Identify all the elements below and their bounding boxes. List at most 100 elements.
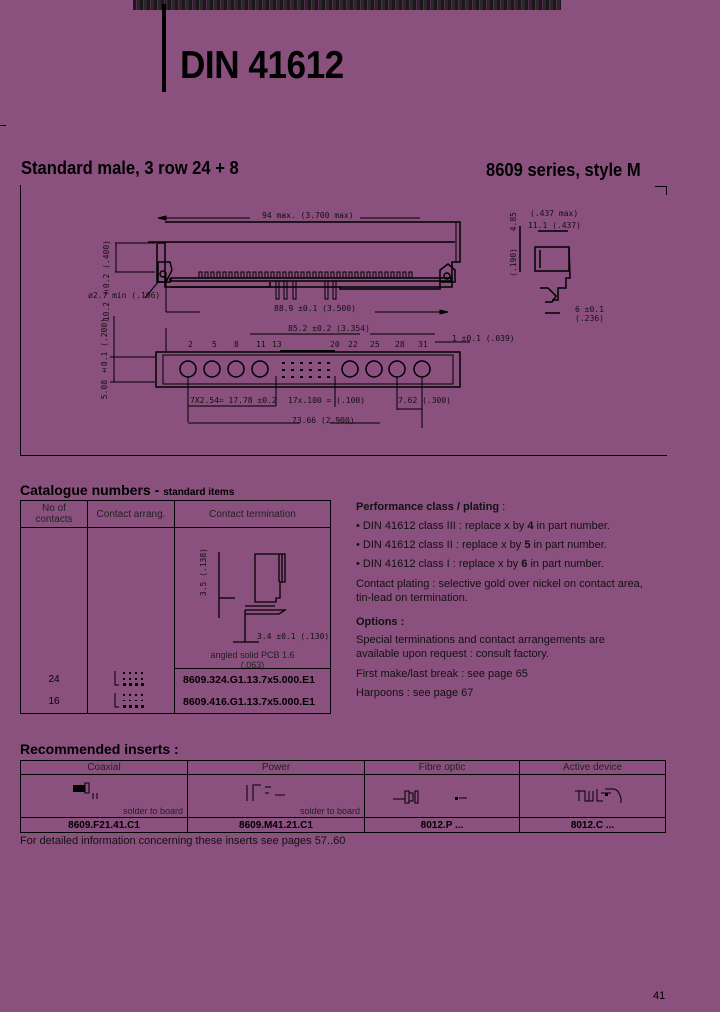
termination-drawing-cell: 3.5 (.138) 3.4 ±0.1 (.130) angled solid … — [174, 527, 331, 670]
performance-heading: Performance class / plating — [356, 501, 500, 513]
table-row: 24 8609.324.G1.13.7x5.000.E1 — [20, 668, 331, 691]
pin-label: 2 — [188, 340, 193, 349]
options-section: Options : Special terminations and conta… — [356, 613, 686, 703]
drawing-frame — [20, 185, 667, 456]
performance-item: • DIN 41612 class II : replace x by 5 in… — [356, 536, 686, 555]
insert-col-active-device: Active device — [519, 760, 666, 775]
pin-label: 20 — [330, 340, 340, 349]
fibre-optic-insert-cell — [364, 774, 520, 818]
coaxial-insert-icon — [73, 782, 98, 799]
catalogue-title: Catalogue numbers - — [20, 482, 160, 498]
power-note: solder to board — [299, 806, 360, 816]
inserts-heading: Recommended inserts : — [20, 741, 179, 757]
power-part-number[interactable]: 8609.M41.21.C1 — [187, 817, 365, 833]
pin-label: 11 — [256, 340, 266, 349]
angled-termination-icon — [218, 552, 288, 643]
col-header-contacts: No of contacts — [20, 500, 88, 528]
dim-pitch-large: 7X2.54= 17.78 ±0.2 — [190, 396, 277, 405]
series-subtitle: 8609 series, style M — [486, 160, 641, 180]
active-device-part-number[interactable]: 8012.C ... — [519, 817, 666, 833]
arrangement-grid-icon — [114, 693, 144, 708]
insert-col-power: Power — [187, 760, 365, 775]
performance-item: • DIN 41612 class III : replace x by 4 i… — [356, 517, 686, 536]
side-view-drawing — [110, 215, 571, 428]
dim-end-width: 11.1 (.437) — [528, 221, 581, 230]
scan-top-border — [133, 0, 561, 10]
dim-end-depth: (.437 max) — [530, 209, 579, 218]
contacts-count: 16 — [20, 690, 88, 714]
catalogue-heading: Catalogue numbers -standard items — [20, 482, 234, 498]
dim-height: 10.2 ±0.2 (.400) — [102, 240, 111, 322]
part-number[interactable]: 8609.324.G1.13.7x5.000.E1 — [174, 668, 331, 691]
performance-item-digit: 6 — [521, 558, 528, 570]
performance-item-text: in part number. — [533, 520, 610, 532]
pin-label: 22 — [348, 340, 358, 349]
coaxial-note: solder to board — [122, 806, 183, 816]
dim-housing-span: 85.2 ±0.2 (3.354) — [288, 324, 370, 333]
termination-dim-h: 3.4 ±0.1 (.130) — [257, 632, 330, 641]
fibre-optic-insert-icon — [393, 790, 467, 804]
options-heading: Options : — [356, 616, 405, 628]
performance-item-text: • DIN 41612 class I : replace x by — [356, 558, 522, 570]
drawing-frame-corner — [655, 186, 667, 195]
active-device-insert-icon — [575, 788, 622, 803]
contacts-count: 24 — [20, 668, 88, 691]
pin-label: 8 — [234, 340, 239, 349]
power-insert-icon — [246, 784, 285, 801]
dim-end-height-top: 4.85 — [509, 212, 518, 232]
active-device-insert-cell — [519, 774, 666, 818]
table-row: 16 8609.416.G1.13.7x5.000.E1 — [20, 690, 331, 714]
performance-heading-colon: : — [499, 501, 506, 513]
dim-contact-spacing: 7.62 (.300) — [398, 396, 451, 405]
options-first-make[interactable]: First make/last break : see page 65 — [356, 668, 528, 680]
dim-row-pitch: 5.08 ±0.1 (.200) — [100, 318, 109, 400]
performance-section: Performance class / plating : • DIN 4161… — [356, 498, 686, 605]
fibre-optic-part-number[interactable]: 8012.P ... — [364, 817, 520, 833]
dim-pitch-signal: 17x.100 = (.100) — [288, 396, 366, 405]
arrangement-grid-icon — [114, 670, 144, 686]
termination-caption-imperial: (.063) — [240, 660, 265, 670]
termination-dim-v: 3.5 (.138) — [199, 548, 208, 597]
termination-caption: angled solid PCB 1.6 — [210, 650, 295, 660]
contact-arrangement-icon — [87, 690, 175, 714]
insert-col-fibre-optic: Fibre optic — [364, 760, 520, 775]
dim-hole: ø2.7 min (.106) — [88, 291, 161, 300]
inserts-table: Coaxial Power Fibre optic Active device … — [20, 760, 666, 833]
plating-note: Contact plating : selective gold over ni… — [356, 578, 643, 604]
dim-pin-span: 88.9 ±0.1 (3.500) — [274, 304, 356, 313]
pin-label: 5 — [212, 340, 217, 349]
page-title: DIN 41612 — [180, 44, 344, 87]
options-special: Special terminations and contact arrange… — [356, 634, 605, 660]
part-number[interactable]: 8609.416.G1.13.7x5.000.E1 — [174, 690, 331, 714]
options-harpoons[interactable]: Harpoons : see page 67 — [356, 687, 474, 699]
performance-item-text: • DIN 41612 class III : replace x by — [356, 520, 528, 532]
dim-total-span: 73.66 (2.900) — [292, 416, 355, 425]
insert-col-coaxial: Coaxial — [20, 760, 188, 775]
inserts-footnote: For detailed information concerning thes… — [20, 835, 346, 847]
page-number: 41 — [653, 990, 666, 1002]
dim-end-foot: 6 ±0.1 (.236) — [575, 305, 604, 323]
product-subtitle: Standard male, 3 row 24 + 8 — [21, 158, 239, 178]
performance-item-digit: 4 — [527, 520, 534, 532]
performance-item-text: • DIN 41612 class II : replace x by — [356, 539, 525, 551]
dim-overall-length: 94 max. (3.700 max) — [262, 211, 354, 220]
contact-arrangement-icon — [87, 668, 175, 691]
performance-item-digit: 5 — [524, 539, 531, 551]
coaxial-insert-cell: solder to board — [20, 774, 188, 818]
col-header-termination: Contact termination — [174, 500, 331, 528]
col-header-arrangement: Contact arrang. — [87, 500, 175, 528]
margin-tick — [0, 125, 6, 126]
catalogue-subtitle: standard items — [163, 487, 235, 498]
pin-label: 25 — [370, 340, 380, 349]
power-insert-cell: solder to board — [187, 774, 365, 818]
pin-label: 13 — [272, 340, 282, 349]
catalogue-table: No of contacts Contact arrang. Contact t… — [20, 500, 331, 714]
coaxial-part-number[interactable]: 8609.F21.41.C1 — [20, 817, 188, 833]
dim-end-height-main: (.190) — [509, 248, 518, 277]
performance-item: • DIN 41612 class I : replace x by 6 in … — [356, 555, 686, 574]
title-rule — [162, 4, 166, 92]
dim-edge: 1 ±0.1 (.039) — [452, 334, 515, 343]
pin-label: 31 — [418, 340, 428, 349]
performance-item-text: in part number. — [530, 539, 607, 551]
performance-item-text: in part number. — [527, 558, 604, 570]
